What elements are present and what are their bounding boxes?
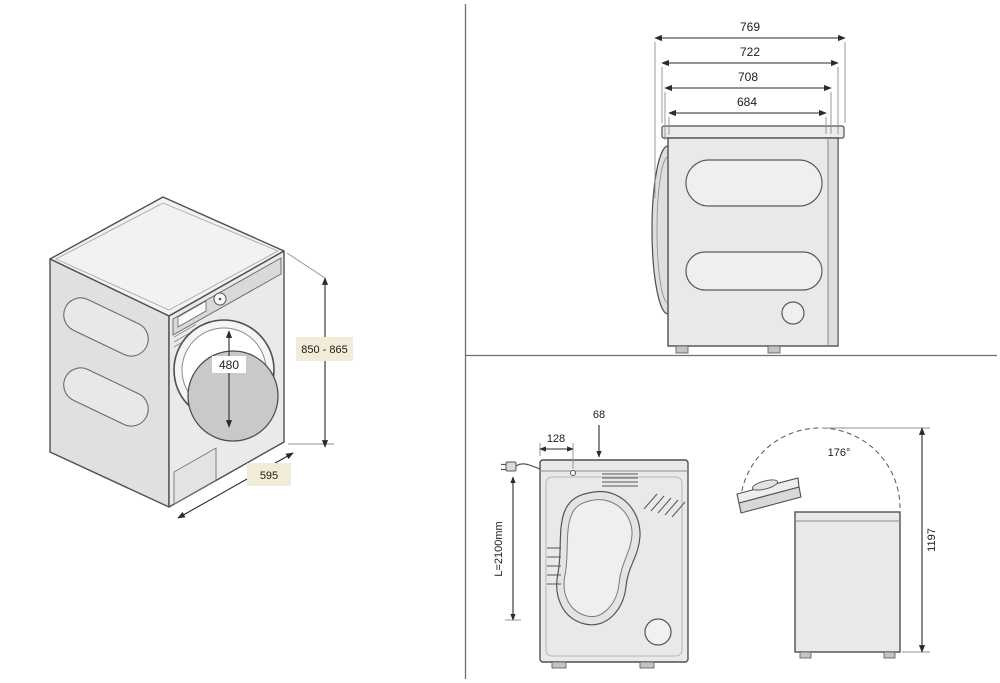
side-foot-left — [675, 345, 689, 354]
rear-vent-diagonal — [643, 493, 686, 518]
open-lid-view: 176° 1197 — [736, 427, 938, 659]
lid-swing-arc — [739, 427, 901, 509]
lid-angle-label: 176° — [828, 447, 851, 459]
width-label-box — [247, 463, 291, 486]
rear-foot-left — [551, 661, 567, 669]
dryer-lid-drawing — [736, 477, 901, 659]
height-ext-top — [286, 252, 326, 279]
dryer-side-drawing — [651, 125, 845, 354]
side-emboss-upper — [63, 297, 149, 357]
rear-view: 128 68 L=2100mm — [493, 409, 689, 669]
door-dim-label-bg — [212, 356, 246, 373]
rear-vent-top — [602, 473, 638, 487]
iso-view: 480 850 - 865 595 — [49, 196, 353, 519]
lid-view-foot-left — [799, 651, 812, 659]
side-view: 769 722 708 684 — [651, 20, 846, 354]
side-emboss-mid — [685, 251, 823, 291]
dim-label-cord: L=2100mm — [493, 521, 505, 576]
lid-view-foot-right — [883, 651, 896, 659]
open-height-dimension: 1197 — [822, 427, 938, 653]
height-label-box — [296, 337, 353, 361]
top-lid — [661, 125, 845, 139]
dryer-rear-drawing — [501, 459, 689, 669]
door-dim-label: 480 — [219, 358, 239, 372]
dim-label-708: 708 — [738, 70, 758, 84]
front-edge-strip — [828, 139, 838, 345]
dim-label-68: 68 — [593, 409, 605, 421]
top-offset-dimension: 68 — [593, 409, 605, 458]
washer-isometric-drawing — [49, 196, 285, 508]
rear-duct-inner — [563, 499, 633, 618]
height-dimension: 850 - 865 — [286, 252, 353, 448]
cord-length-dimension: L=2100mm — [493, 476, 521, 621]
dim-label-1197: 1197 — [926, 528, 938, 552]
dim-label-722: 722 — [740, 45, 760, 59]
rear-inner-panel — [545, 476, 683, 657]
dim-label-769: 769 — [740, 20, 760, 34]
control-panel-band — [172, 257, 282, 336]
rear-drain-cap — [644, 618, 672, 646]
side-emboss-top — [685, 159, 823, 207]
door-glass-disc — [187, 350, 279, 442]
display-window — [177, 300, 207, 328]
cord-offset-dimension: 128 — [539, 433, 574, 469]
cord-entry-point — [570, 470, 576, 476]
height-label: 850 - 865 — [301, 344, 347, 356]
side-emboss-lower — [63, 367, 149, 427]
washer-top-rim — [54, 202, 280, 311]
open-lid-outer-slab — [736, 477, 800, 504]
depth-dimensions: 769 722 708 684 — [654, 20, 846, 198]
side-filter-cap — [781, 301, 805, 325]
width-label: 595 — [260, 470, 278, 482]
power-cord — [515, 463, 541, 470]
dim-label-684: 684 — [737, 95, 757, 109]
dim-label-128: 128 — [547, 433, 565, 445]
lid-view-body — [794, 511, 901, 653]
side-foot-right — [767, 345, 781, 354]
width-dimension: 595 — [177, 452, 294, 519]
door-diameter-dimension: 480 — [212, 330, 246, 428]
lid-handle-bump — [751, 479, 779, 491]
rear-vent-left — [547, 547, 561, 585]
control-knob-dot — [218, 297, 222, 301]
power-plug-icon — [501, 461, 517, 472]
rear-foot-right — [639, 661, 655, 669]
